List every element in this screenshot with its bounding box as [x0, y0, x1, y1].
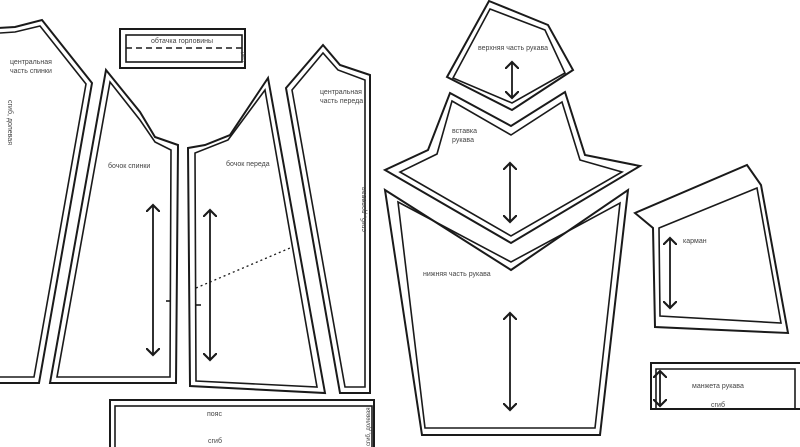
- neck-facing-fold-label: сгиб: [241, 52, 247, 62]
- neck-facing-piece: [119, 28, 246, 69]
- front-center-fold-label: сгиб, долевая: [361, 187, 368, 232]
- sleeve-lower-label: нижняя часть рукава: [423, 271, 491, 278]
- waistband-label: пояс: [207, 411, 222, 418]
- sleeve-top-label: верхняя часть рукава: [478, 45, 549, 52]
- front-side-label: бочок переда: [226, 161, 270, 168]
- cuff-fold-label: сгиб: [711, 402, 725, 409]
- pocket-piece: [633, 163, 790, 335]
- sleeve-insert-piece: [382, 90, 643, 245]
- back-center-piece: [0, 18, 94, 384]
- waistband-side-fold-label: сгиб, долевая: [366, 407, 372, 446]
- back-side-piece: [48, 67, 180, 384]
- front-side-piece: [186, 75, 327, 395]
- back-center-label: центральная часть спинки: [10, 59, 52, 75]
- sleeve-top-piece: [445, 0, 575, 112]
- front-center-label: центральная часть переда: [320, 89, 364, 105]
- pocket-placement-line: [195, 247, 291, 289]
- front-center-piece: [284, 43, 371, 394]
- sleeve-insert-label: вставка рукава: [452, 128, 477, 144]
- pocket-label: карман: [683, 238, 707, 245]
- sleeve-lower-piece: [383, 187, 630, 436]
- cuff-label: манжета рукава: [692, 383, 744, 390]
- cuff-piece: [650, 362, 800, 410]
- waistband-piece: [109, 399, 375, 447]
- waistband-fold-label: сгиб: [208, 438, 222, 445]
- back-side-label: бочок спинки: [108, 163, 151, 170]
- back-center-fold-label: сгиб, долевая: [6, 100, 13, 145]
- neck-facing-label: обтачка горловины: [151, 38, 213, 45]
